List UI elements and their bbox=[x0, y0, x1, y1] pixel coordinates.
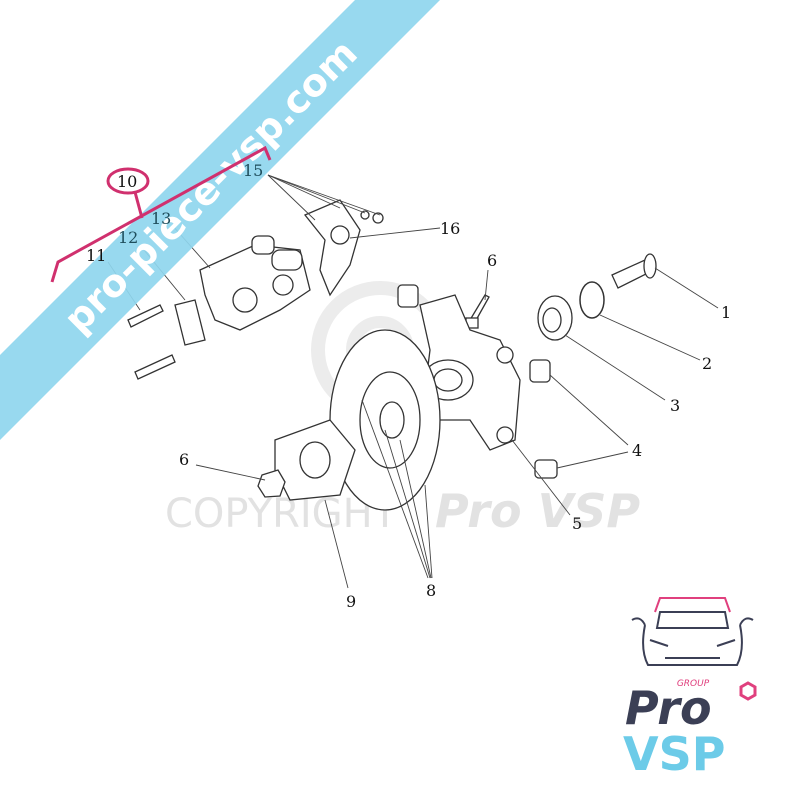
logo-vsp-text: VSP bbox=[623, 727, 725, 781]
circlip bbox=[579, 281, 605, 319]
callout-8: 8 bbox=[426, 581, 436, 600]
axle-shaft bbox=[611, 253, 657, 289]
bushing-lower bbox=[534, 459, 558, 479]
group-10-bracket bbox=[50, 145, 272, 283]
callout-6-upper: 6 bbox=[487, 251, 497, 270]
callout-2: 2 bbox=[702, 354, 712, 373]
hex-nut-icon bbox=[739, 681, 757, 701]
callout-12: 12 bbox=[118, 228, 138, 247]
brake-disc bbox=[329, 329, 441, 511]
callout-11: 11 bbox=[86, 246, 106, 265]
logo-pro-text: Pro bbox=[625, 681, 712, 735]
callout-5: 5 bbox=[572, 514, 582, 533]
brake-pad bbox=[174, 299, 206, 346]
callout-15: 15 bbox=[243, 161, 263, 180]
caliper-bracket bbox=[303, 199, 384, 297]
hub-nut bbox=[257, 469, 286, 498]
bearing bbox=[537, 295, 573, 341]
callout-9: 9 bbox=[346, 592, 356, 611]
wheel-hub bbox=[274, 419, 356, 501]
callout-10: 10 bbox=[117, 172, 137, 191]
brake-caliper bbox=[199, 235, 311, 331]
callout-3: 3 bbox=[670, 396, 680, 415]
callout-16: 16 bbox=[440, 219, 460, 238]
provsp-logo: GROUP Pro VSP bbox=[623, 597, 757, 781]
callout-13: 13 bbox=[151, 209, 171, 228]
logo-group-text: GROUP bbox=[677, 679, 710, 689]
car-outline-icon bbox=[631, 597, 754, 666]
copyright-watermark-brand: Pro VSP bbox=[435, 484, 640, 538]
caliper-bolts bbox=[127, 304, 176, 380]
bushing-mid bbox=[529, 359, 551, 383]
leader-lines bbox=[107, 174, 719, 589]
callout-1: 1 bbox=[721, 303, 731, 322]
callout-4: 4 bbox=[632, 441, 642, 460]
callout-6-lower: 6 bbox=[179, 450, 189, 469]
bolt-6-upper bbox=[465, 294, 490, 329]
bushing-upper bbox=[397, 284, 419, 308]
